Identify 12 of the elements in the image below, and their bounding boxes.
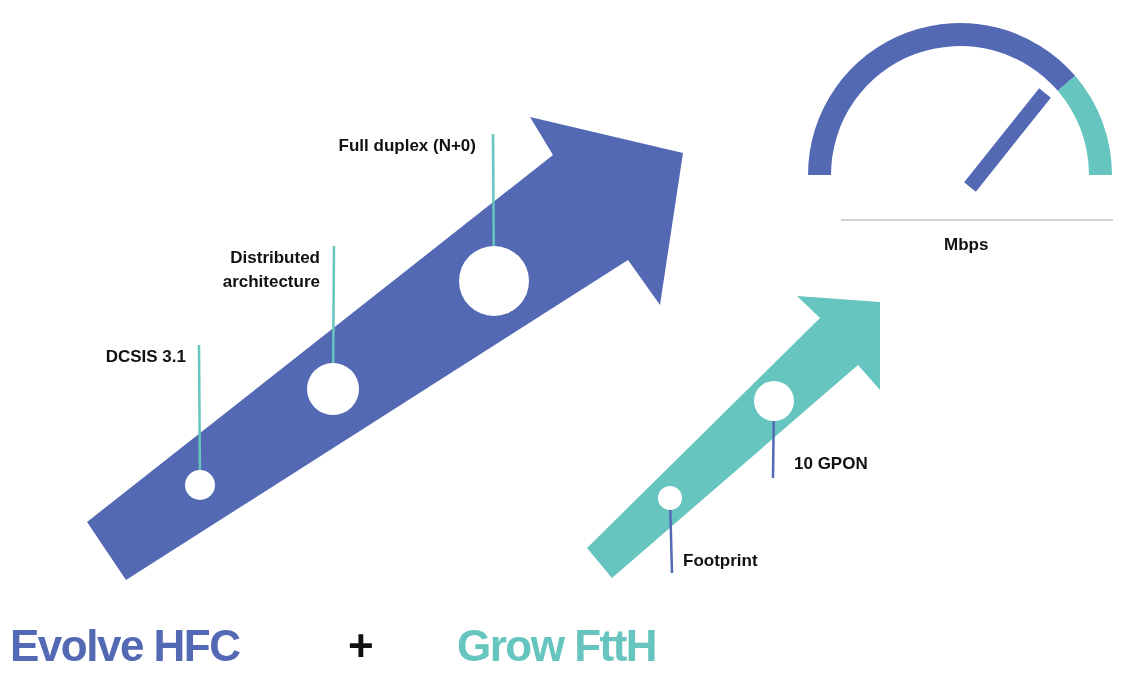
callout-label: DCSIS 3.1 (70, 345, 199, 369)
leader-line (197, 345, 202, 470)
leader-line (331, 246, 336, 363)
leader-line (491, 134, 495, 246)
callout-label: Footprint (672, 549, 787, 573)
plus-sign: + (348, 622, 373, 671)
callout-label: 10 GPON (773, 452, 893, 478)
unit-label: Mbps (944, 236, 989, 255)
heading-text: Evolve HFC (10, 622, 240, 671)
callout-label: Distributed architecture (180, 246, 334, 294)
heading-text: Grow FttH (457, 622, 657, 671)
callout-label: Full duplex (N+0) (330, 134, 493, 182)
